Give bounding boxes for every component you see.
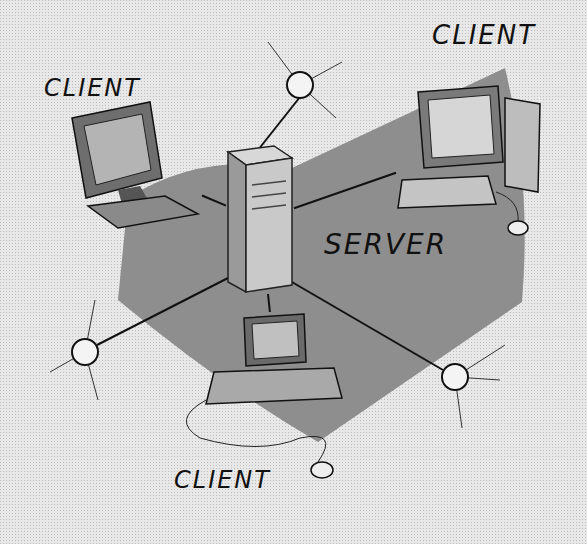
- mouse-cable: [186, 400, 325, 462]
- client-computer: CLIENT: [396, 84, 544, 210]
- keyboard: [88, 196, 198, 228]
- server-label: SERVER: [324, 228, 447, 261]
- keyboard: [398, 176, 496, 208]
- network-cable: [294, 173, 396, 208]
- network-hub: [287, 72, 313, 98]
- network-hub: [72, 339, 98, 365]
- client-label: CLIENT: [432, 20, 536, 50]
- monitor-screen: [84, 114, 151, 185]
- client-label: CLIENT: [174, 466, 271, 494]
- network-hub: [442, 364, 468, 390]
- hub-wire: [97, 278, 228, 345]
- client-computer: CLIENT: [206, 312, 344, 406]
- monitor-screen: [428, 95, 494, 158]
- monitor-screen: [252, 321, 299, 359]
- client-label: CLIENT: [44, 74, 141, 102]
- mouse: [311, 462, 333, 478]
- server-front: [246, 158, 292, 292]
- drive-bay: [252, 181, 286, 185]
- mouse: [508, 221, 528, 235]
- monitor-body: [418, 86, 503, 168]
- keyboard: [206, 368, 342, 404]
- drive-bay: [252, 193, 286, 197]
- drive-bay: [252, 205, 286, 209]
- server-tower: SERVER: [226, 146, 294, 294]
- network-area: [118, 68, 525, 442]
- client-computer: CLIENT: [62, 104, 202, 228]
- hub-wire: [285, 278, 443, 370]
- mouse-cable: [496, 192, 518, 222]
- network-cable: [268, 294, 270, 312]
- monitor-body: [72, 102, 162, 198]
- server-side: [228, 152, 246, 292]
- pc-case: [505, 98, 540, 192]
- monitor-body: [244, 314, 306, 366]
- hub-wire: [258, 97, 300, 150]
- network-cable: [202, 196, 226, 206]
